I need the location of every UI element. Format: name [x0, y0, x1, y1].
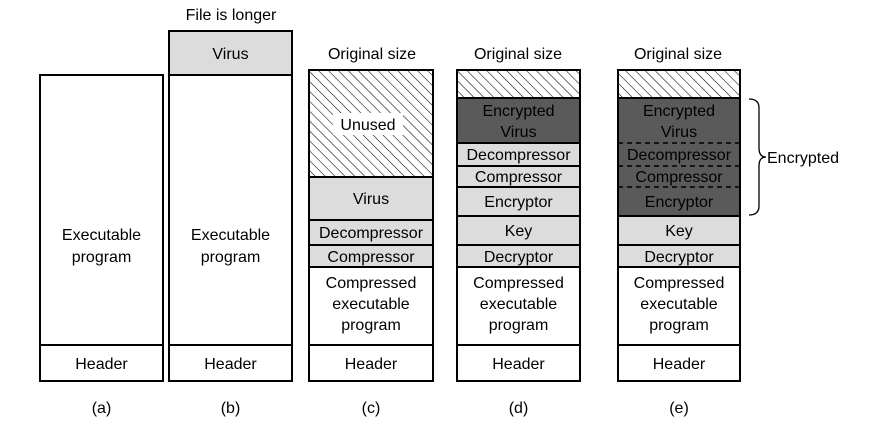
panel-caption: (e) [669, 400, 689, 417]
panel-caption: (c) [362, 400, 381, 417]
curly-brace [748, 98, 767, 216]
decompressor-label: Decompressor [319, 225, 424, 242]
compressor-label: Compressor [475, 169, 563, 186]
original-size-label: Original size [474, 46, 562, 63]
panel-caption: (d) [509, 400, 529, 417]
compressed-executable-block [456, 266, 581, 346]
panel-caption: (b) [221, 400, 241, 417]
encrypted-virus-label-line2: Virus [661, 124, 697, 141]
encryptor-label: Encryptor [645, 194, 714, 211]
compressed-label-line1: Compressed [634, 275, 725, 292]
virus-block [168, 30, 293, 76]
key-label: Key [665, 223, 693, 240]
panel-c: Original size Unused Virus Decompressor … [308, 46, 434, 417]
executable-label-line1: Executable [191, 227, 270, 244]
encrypted-region-block [617, 97, 741, 217]
encrypted-label: Encrypted [767, 150, 839, 167]
compressed-label-line1: Compressed [326, 275, 417, 292]
decryptor-label: Decryptor [644, 249, 714, 266]
virus-label: Virus [353, 191, 389, 208]
header-label: Header [75, 356, 128, 373]
compressed-executable-block [308, 266, 434, 346]
decompressor-label: Decompressor [466, 147, 571, 164]
key-label: Key [505, 223, 533, 240]
header-block [308, 344, 434, 382]
key-block [617, 215, 741, 246]
file-is-longer-label: File is longer [186, 7, 277, 24]
header-block [456, 344, 581, 382]
header-block [39, 344, 164, 382]
decompressor-label: Decompressor [627, 147, 732, 164]
header-block [617, 344, 741, 382]
encryptor-label: Encryptor [484, 194, 553, 211]
panel-d: Original size Encrypted Virus Decompress… [456, 46, 581, 417]
unused-block [617, 69, 741, 99]
panel-caption: (a) [92, 400, 112, 417]
compressed-label-line2: executable [640, 296, 717, 313]
encrypted-virus-label-line2: Virus [500, 124, 536, 141]
decompressor-block [308, 219, 434, 246]
virus-label: Virus [212, 46, 248, 63]
compressed-label-line3: program [489, 317, 549, 334]
compressed-label-line1: Compressed [473, 275, 564, 292]
original-size-label: Original size [328, 46, 416, 63]
compressed-label-line2: executable [332, 296, 409, 313]
encrypted-virus-label-line1: Encrypted [482, 103, 554, 120]
unused-label-background [333, 113, 403, 135]
encrypted-virus-block [456, 97, 581, 144]
header-label: Header [492, 356, 545, 373]
panel-b: File is longer Virus Executable program … [168, 7, 293, 417]
compressed-label-line3: program [341, 317, 401, 334]
executable-label-line1: Executable [62, 227, 141, 244]
executable-label-line2: program [72, 249, 132, 266]
encrypted-virus-label-line1: Encrypted [643, 103, 715, 120]
unused-label: Unused [340, 117, 395, 134]
executable-label-line2: program [201, 249, 261, 266]
header-label: Header [345, 356, 398, 373]
compressed-executable-block [617, 266, 741, 346]
original-size-label: Original size [634, 46, 722, 63]
panel-a: Executable program Header (a) [39, 74, 164, 417]
compressed-label-line3: program [649, 317, 709, 334]
executable-program-block [168, 74, 293, 346]
panel-e: Original size Encrypted Virus Decompress… [617, 46, 839, 417]
executable-program-block [39, 74, 164, 346]
header-block [168, 344, 293, 382]
decryptor-label: Decryptor [484, 249, 554, 266]
header-label: Header [204, 356, 257, 373]
unused-block [456, 69, 581, 99]
header-label: Header [653, 356, 706, 373]
compressor-label: Compressor [327, 249, 415, 266]
compressed-label-line2: executable [480, 296, 557, 313]
compressor-label: Compressor [635, 169, 723, 186]
